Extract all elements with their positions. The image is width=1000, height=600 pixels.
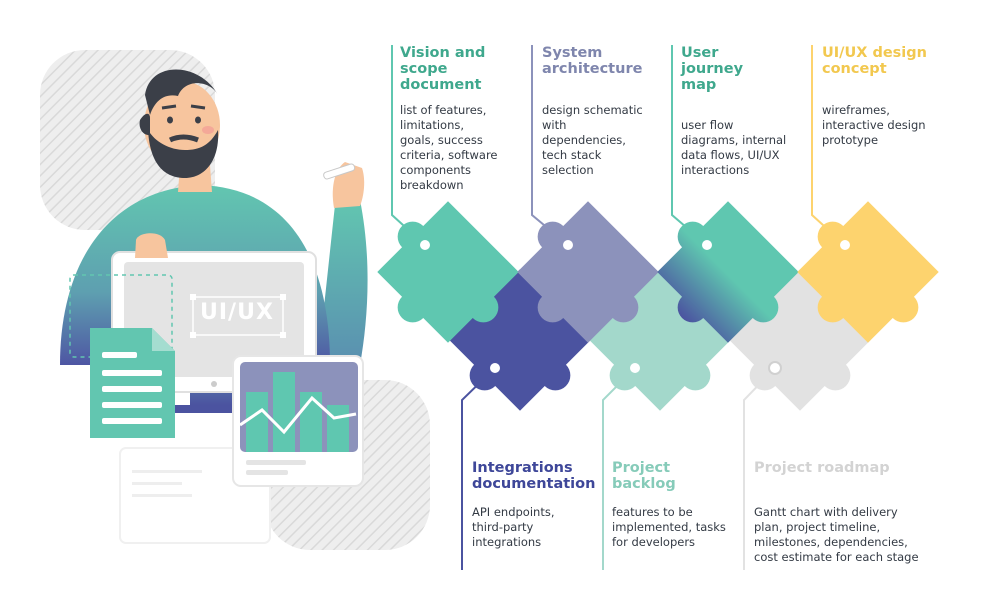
stage-desc-roadmap: Gantt chart with delivery plan, project … bbox=[754, 505, 919, 564]
stage-title-journey: User journey map bbox=[681, 45, 744, 93]
connector-dots bbox=[418, 238, 852, 375]
stage-title-integrations: Integrations documentation bbox=[472, 460, 596, 492]
stage-title-uiux: UI/UX design concept bbox=[822, 45, 927, 77]
stage-title-backlog: Project backlog bbox=[612, 460, 676, 492]
stage-desc-uiux: wireframes, interactive design prototype bbox=[822, 103, 926, 147]
stage-desc-journey: user flow diagrams, internal data flows,… bbox=[681, 118, 787, 177]
stage-desc-integrations: API endpoints, third-party integrations bbox=[472, 505, 555, 549]
stage-desc-vision: list of features, limitations, goals, su… bbox=[400, 103, 498, 192]
stage-desc-backlog: features to be implemented, tasks for de… bbox=[612, 505, 726, 549]
stage-title-architecture: System architecture bbox=[542, 45, 643, 77]
stage-title-roadmap: Project roadmap bbox=[754, 460, 890, 476]
stage-title-vision: Vision and scope document bbox=[400, 45, 486, 93]
stage-desc-architecture: design schematic with dependencies, tech… bbox=[542, 103, 643, 177]
screen-uiux-label: UI/UX bbox=[200, 300, 274, 325]
document-icon bbox=[90, 328, 175, 438]
bar-chart-icon bbox=[232, 355, 364, 487]
